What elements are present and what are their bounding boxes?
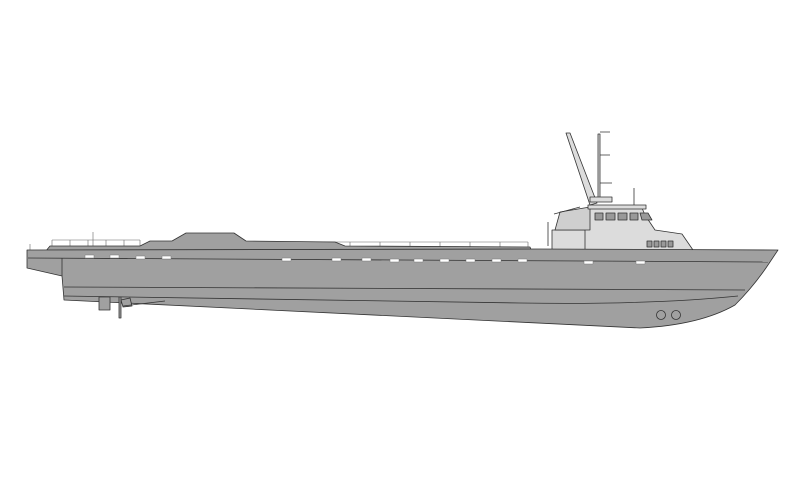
rudder bbox=[98, 296, 111, 311]
chine-line-lower bbox=[63, 295, 739, 304]
hull-windows bbox=[84, 254, 646, 265]
porthole bbox=[656, 310, 666, 320]
porthole bbox=[671, 310, 681, 320]
mast bbox=[547, 131, 635, 246]
wheelhouse-windows bbox=[594, 212, 674, 248]
deck-bulwark bbox=[44, 232, 533, 253]
chine-line-upper bbox=[63, 286, 746, 291]
propeller bbox=[118, 296, 166, 319]
